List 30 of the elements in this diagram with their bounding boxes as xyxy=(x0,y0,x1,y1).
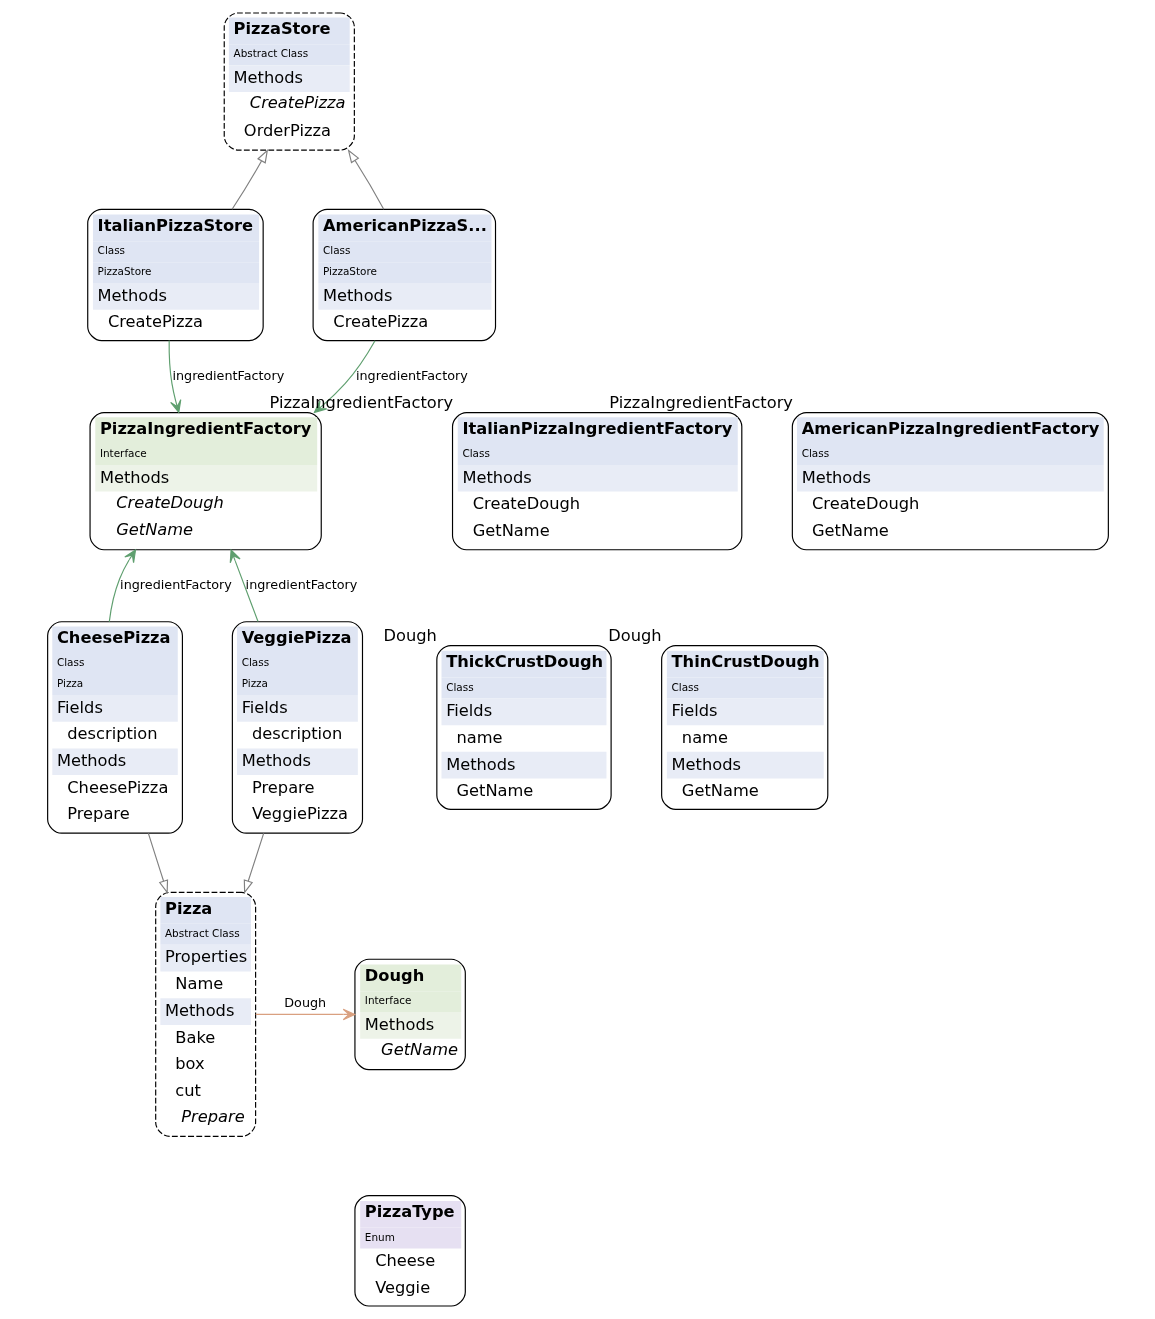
arrow xyxy=(168,340,181,413)
node-box: AmericanPizzaIngredientFactory Class Methods CreateDough GetName xyxy=(791,412,1109,551)
node-box: AmericanPizzaS... Class PizzaStore Methods CreatePizza xyxy=(312,208,496,342)
node-box: PizzaIngredientFactory Interface Methods CreateDough GetName xyxy=(88,412,322,551)
node-label: PizzaIngredientFactory xyxy=(269,393,453,413)
node-box: ItalianPizzaStore Class PizzaStore Methods CreatePizza xyxy=(86,208,264,342)
arrow xyxy=(229,549,259,623)
node-label: Dough xyxy=(382,626,437,646)
edge-label: Dough xyxy=(283,995,326,1011)
edge-label: ingredientFactory xyxy=(119,576,232,592)
node-label: Dough xyxy=(607,626,662,646)
node-box: Pizza Abstract Class Properties Name Methods Bake box cut Prepare xyxy=(154,891,256,1137)
node-box: ItalianPizzaIngredientFactory Class Methods CreateDough GetName xyxy=(451,412,742,551)
node-box: PizzaStore Abstract Class Methods CreatePizza OrderPizza xyxy=(223,12,355,151)
arrow xyxy=(347,149,384,210)
arrow xyxy=(254,1008,355,1021)
node-box: ThickCrustDough Class Fields name Methods GetName xyxy=(435,644,612,810)
node-box: Dough Interface Methods GetName xyxy=(353,958,466,1071)
node-box: VeggiePizza Class Pizza Fields description Methods Prepare VeggiePizza xyxy=(231,621,363,834)
arrow xyxy=(243,832,264,894)
node-box: PizzaType Enum Cheese Veggie xyxy=(353,1195,466,1307)
edge-label: ingredientFactory xyxy=(355,367,468,383)
arrow xyxy=(108,549,136,623)
edge-label: ingredientFactory xyxy=(245,576,357,592)
arrow xyxy=(231,149,268,210)
arrow xyxy=(147,832,168,894)
node-label: PizzaIngredientFactory xyxy=(608,393,793,413)
edge-label: ingredientFactory xyxy=(171,367,284,383)
node-box: CheesePizza Class Pizza Fields description Methods CheesePizza Prepare xyxy=(46,621,183,834)
node-box: ThinCrustDough Class Fields name Methods GetName xyxy=(660,644,828,810)
